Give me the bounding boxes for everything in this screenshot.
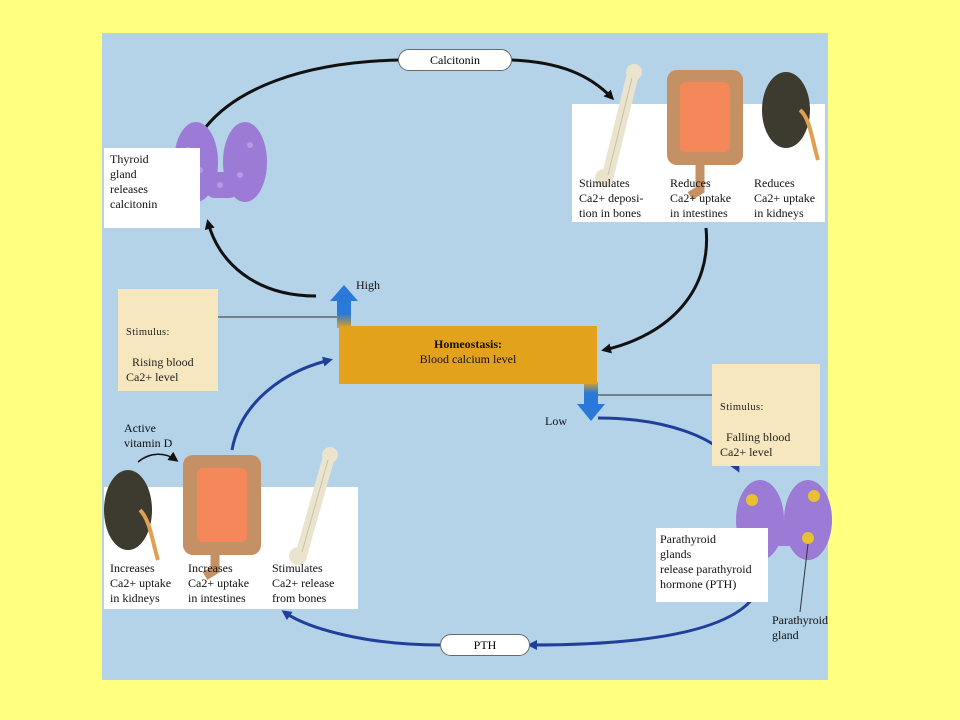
kidney-illustration-bottom	[104, 470, 160, 561]
parathyroid-caption: Parathyroid glands release parathyroid h…	[660, 532, 752, 591]
active-vitamin-d-label: Active vitamin D	[124, 421, 173, 450]
stimulus-rising-box: Stimulus: Rising blood Ca2+ level	[118, 289, 218, 391]
stimulus-falling-label: Stimulus:	[720, 402, 764, 413]
high-arrow	[330, 285, 358, 328]
effect-bones-deposition: Stimulates Ca2+ deposi- tion in bones	[579, 176, 644, 220]
homeostasis-title: Homeostasis:	[434, 337, 502, 351]
arrow-thyroid-to-calcitonin	[203, 58, 401, 129]
stimulus-falling-box: Stimulus: Falling blood Ca2+ level	[712, 364, 820, 466]
stimulus-rising-text: Rising blood Ca2+ level	[126, 355, 194, 384]
stimulus-falling-text: Falling blood Ca2+ level	[720, 430, 791, 459]
bone-illustration-bottom	[289, 447, 338, 565]
arrow-pth-to-effects	[281, 610, 441, 647]
pth-label: PTH	[440, 634, 530, 656]
calcitonin-label: Calcitonin	[398, 49, 512, 71]
low-arrow	[577, 382, 605, 421]
effect-kidney-reduce: Reduces Ca2+ uptake in kidneys	[754, 176, 816, 220]
effect-kidney-increase: Increases Ca2+ uptake in kidneys	[110, 561, 172, 605]
thyroid-text-box	[104, 148, 200, 228]
effect-intestine-increase: Increases Ca2+ uptake in intestines	[188, 561, 250, 605]
arrow-effects-to-homeostasis	[601, 227, 709, 354]
high-label: High	[356, 278, 380, 292]
low-label: Low	[545, 414, 567, 428]
arrow-calcitonin-to-effects	[511, 58, 615, 101]
arrow-effects-to-homeostasis-blue	[230, 356, 333, 451]
homeostasis-subtitle: Blood calcium level	[419, 352, 517, 366]
homeostasis-box: Homeostasis: Blood calcium level	[339, 326, 597, 384]
parathyroid-text-box	[656, 528, 768, 602]
arrow-parathyroid-to-pth	[527, 589, 760, 650]
arrow-kidney-to-intestine	[137, 451, 179, 463]
effect-bones-release: Stimulates Ca2+ release from bones	[272, 561, 335, 605]
kidney-illustration-top	[762, 72, 820, 161]
effect-intestine-reduce: Reduces Ca2+ uptake in intestines	[670, 176, 732, 220]
parathyroid-gland-label: Parathyroid gland	[772, 613, 828, 642]
intestine-illustration-bottom	[183, 455, 261, 580]
stimulus-rising-label: Stimulus:	[126, 327, 170, 338]
bone-illustration-top	[595, 64, 642, 187]
intestine-illustration-top	[667, 70, 743, 200]
thyroid-caption: Thyroid gland releases calcitonin	[110, 152, 158, 211]
arrow-high-to-thyroid	[204, 219, 317, 298]
